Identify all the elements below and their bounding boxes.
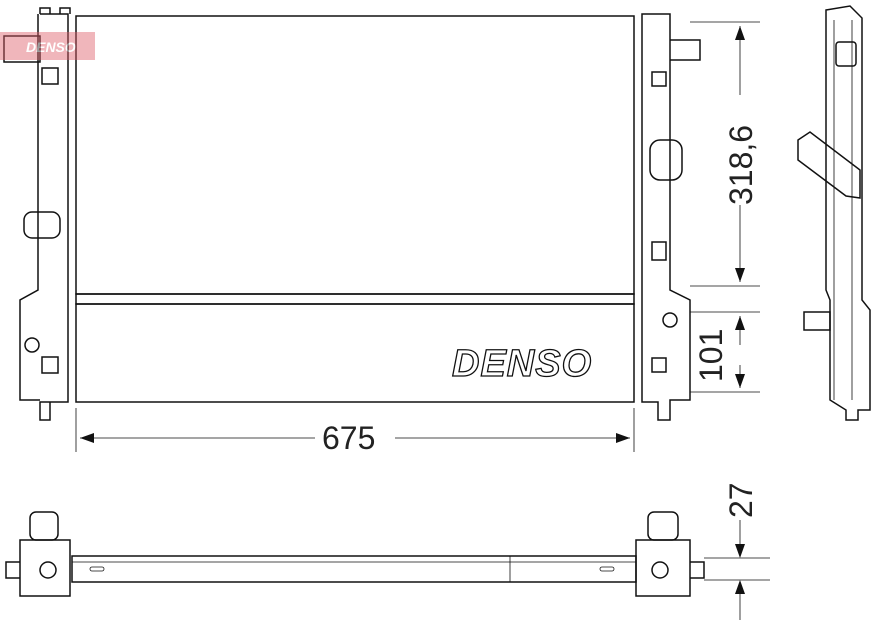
depth-label: 27 xyxy=(723,482,759,518)
svg-text:DENSO: DENSO xyxy=(26,39,76,55)
height-upper-label: 318,6 xyxy=(723,125,759,205)
front-view xyxy=(3,7,701,421)
dimension-height xyxy=(690,21,760,393)
top-view xyxy=(5,511,705,597)
height-lower-label: 101 xyxy=(693,329,729,382)
dimension-width xyxy=(75,408,635,452)
denso-logo: DENSO xyxy=(451,342,592,385)
denso-watermark: DENSO xyxy=(0,32,95,60)
side-view xyxy=(797,5,871,421)
width-label: 675 xyxy=(322,420,375,456)
svg-text:DENSO: DENSO xyxy=(452,343,592,385)
dimension-depth xyxy=(704,520,770,620)
